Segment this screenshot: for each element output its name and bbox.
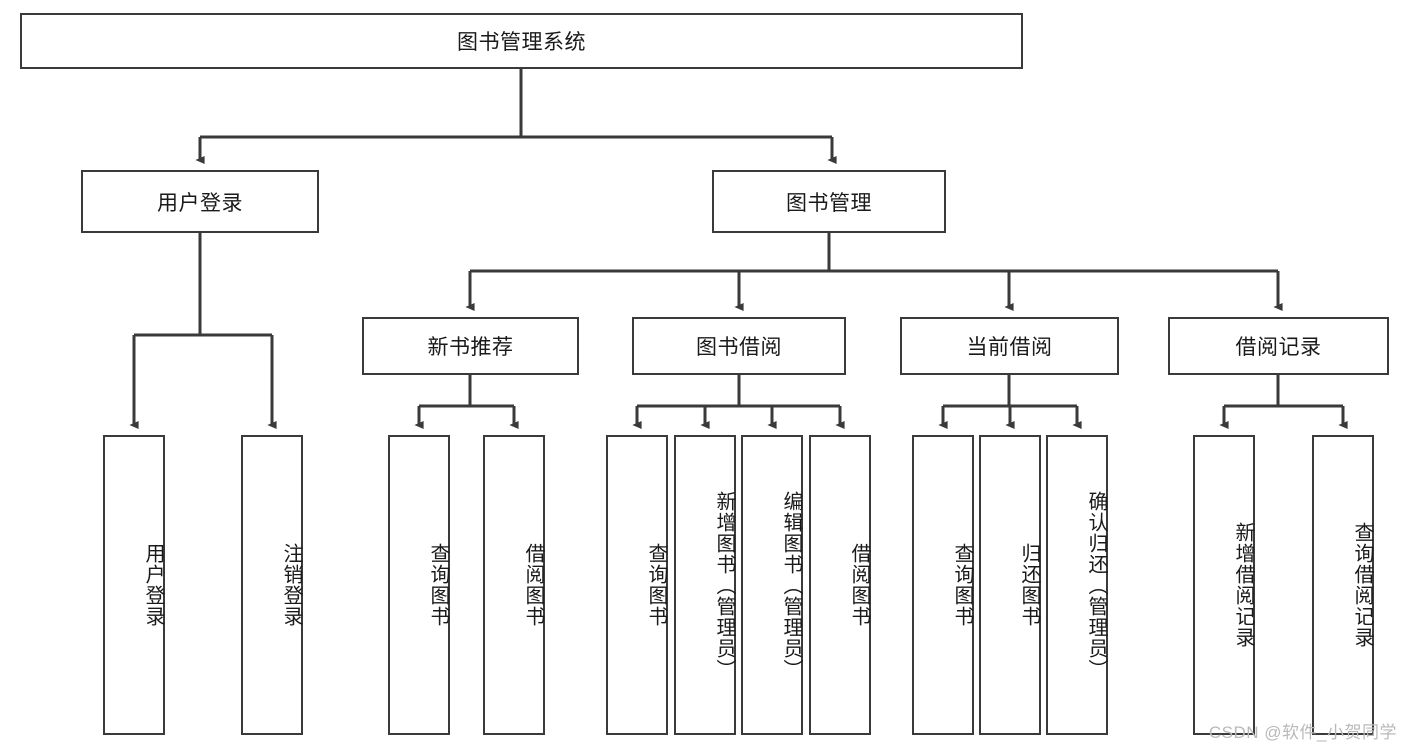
- leaf-user-login-label: 用户登录: [142, 543, 164, 627]
- leaf-return-book-label: 归还图书: [1018, 543, 1040, 627]
- node-borrow-record-label: 借阅记录: [1235, 336, 1322, 359]
- leaf-add-book-admin[interactable]: 新增图书（管理员）: [674, 435, 736, 735]
- leaf-borrow-book[interactable]: 借阅图书: [809, 435, 871, 735]
- node-user-login[interactable]: 用户登录: [81, 170, 319, 233]
- leaf-user-login[interactable]: 用户登录: [103, 435, 165, 735]
- node-book-management-label: 图书管理: [786, 191, 872, 215]
- leaf-query-book-borrow[interactable]: 查询图书: [606, 435, 668, 735]
- node-user-login-label: 用户登录: [157, 191, 243, 215]
- leaf-borrow-book-newbook[interactable]: 借阅图书: [483, 435, 545, 735]
- leaf-logout-label: 注销登录: [280, 543, 302, 627]
- node-book-borrow[interactable]: 图书借阅: [632, 317, 846, 375]
- leaf-query-book-current[interactable]: 查询图书: [912, 435, 974, 735]
- leaf-add-borrow-record[interactable]: 新增借阅记录: [1193, 435, 1255, 735]
- leaf-query-borrow-record-label: 查询借阅记录: [1351, 522, 1373, 648]
- node-book-management[interactable]: 图书管理: [712, 170, 946, 233]
- leaf-add-borrow-record-label: 新增借阅记录: [1232, 522, 1254, 648]
- leaf-add-book-admin-label: 新增图书（管理员）: [713, 490, 735, 680]
- node-new-book-recommend-label: 新书推荐: [427, 336, 514, 359]
- leaf-query-book-newbook-label: 查询图书: [427, 543, 449, 627]
- leaf-edit-book-admin-label: 编辑图书（管理员）: [780, 490, 802, 680]
- csdn-watermark: CSDN @软件_小贺同学: [1208, 723, 1397, 742]
- node-current-borrow[interactable]: 当前借阅: [900, 317, 1119, 375]
- node-root[interactable]: 图书管理系统: [20, 13, 1023, 69]
- leaf-query-borrow-record[interactable]: 查询借阅记录: [1312, 435, 1374, 735]
- leaf-edit-book-admin[interactable]: 编辑图书（管理员）: [741, 435, 803, 735]
- leaf-return-book[interactable]: 归还图书: [979, 435, 1041, 735]
- node-new-book-recommend[interactable]: 新书推荐: [362, 317, 579, 375]
- leaf-logout[interactable]: 注销登录: [241, 435, 303, 735]
- node-current-borrow-label: 当前借阅: [966, 336, 1053, 359]
- leaf-query-book-newbook[interactable]: 查询图书: [388, 435, 450, 735]
- node-book-borrow-label: 图书借阅: [696, 336, 782, 359]
- leaf-borrow-book-label: 借阅图书: [848, 543, 870, 627]
- leaf-query-book-borrow-label: 查询图书: [645, 543, 667, 627]
- leaf-confirm-return-admin[interactable]: 确认归还（管理员）: [1046, 435, 1108, 735]
- leaf-confirm-return-admin-label: 确认归还（管理员）: [1085, 490, 1107, 680]
- node-root-label: 图书管理系统: [457, 31, 586, 54]
- leaf-query-book-current-label: 查询图书: [951, 543, 973, 627]
- node-borrow-record[interactable]: 借阅记录: [1168, 317, 1389, 375]
- leaf-borrow-book-newbook-label: 借阅图书: [522, 543, 544, 627]
